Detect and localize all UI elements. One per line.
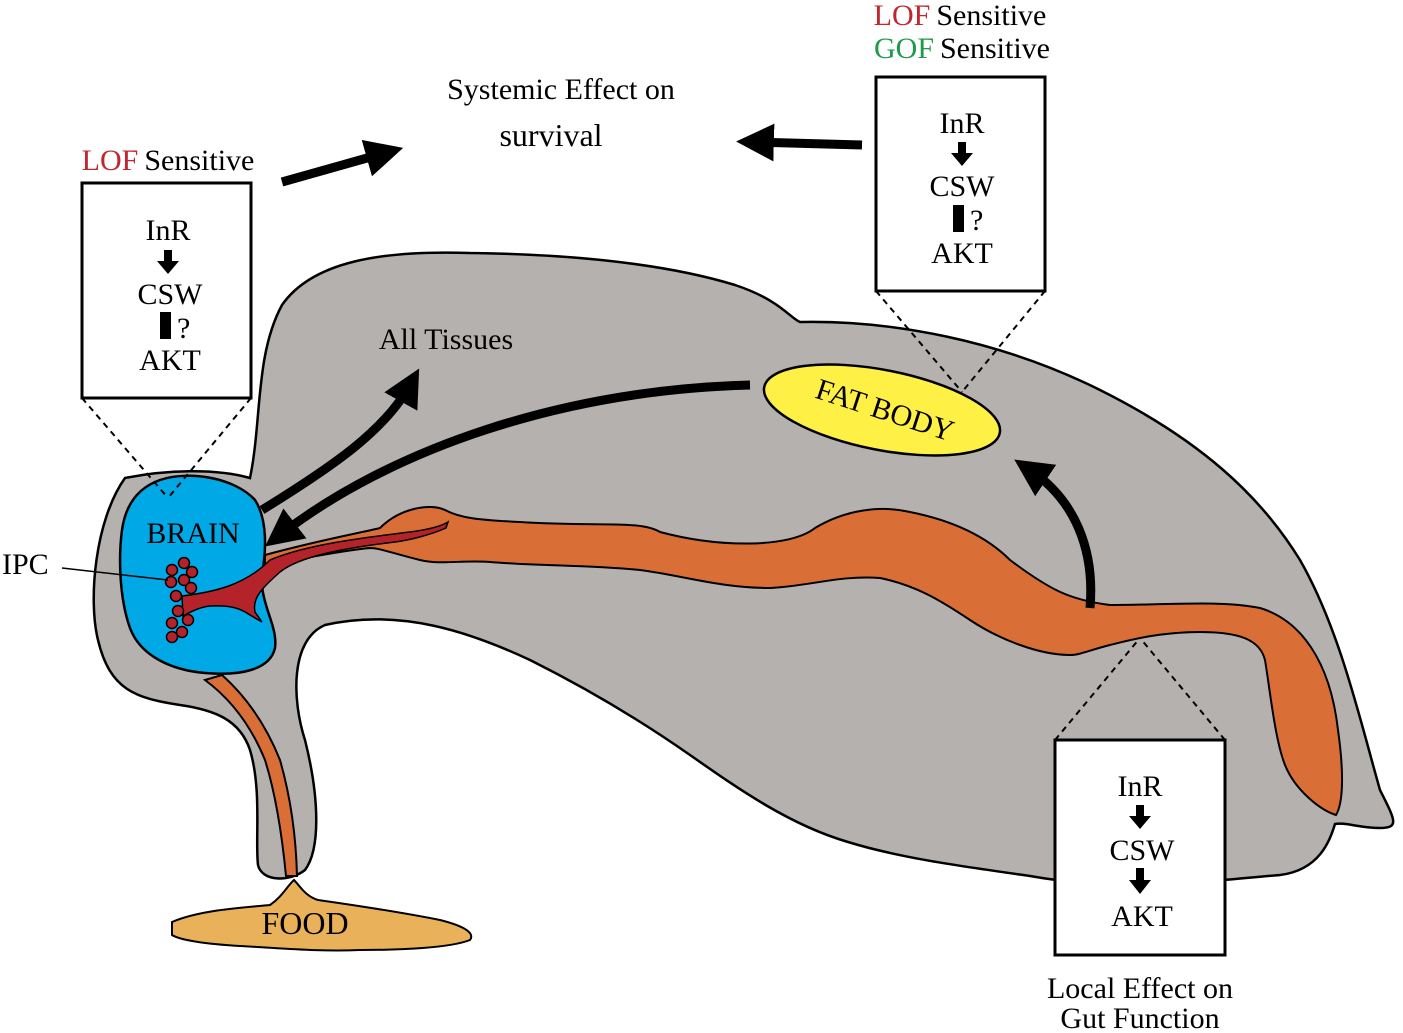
fat-body: FAT BODY xyxy=(762,363,1002,457)
local-effect-line2: Gut Function xyxy=(1060,1002,1219,1033)
arrow-brain-to-all-tissues xyxy=(259,368,420,514)
arrow-fatbody-to-brain xyxy=(265,380,751,547)
ipc-cell xyxy=(181,613,195,627)
gut-csw: CSW xyxy=(1109,834,1175,867)
fat-lof-word: Sensitive xyxy=(936,0,1046,32)
ipc-cell xyxy=(185,565,199,579)
fat-lof-tag: LOF xyxy=(874,0,931,32)
gut-signaling-box xyxy=(1053,738,1227,957)
ipc-cell-cluster xyxy=(164,556,199,644)
fat-gof-word: Sensitive xyxy=(940,32,1050,65)
fat-box-zoom-left xyxy=(875,290,963,393)
brain-lof-tag: LOF xyxy=(82,144,139,177)
ipc-cell xyxy=(177,573,191,587)
brain xyxy=(118,474,277,675)
arrow-gut-to-fatbody xyxy=(1014,459,1096,609)
brain-question-mark: ? xyxy=(177,312,190,345)
esophagus xyxy=(202,673,299,877)
brain-inhibition-bar xyxy=(160,312,171,339)
fat-arrow-inr-csw xyxy=(951,142,973,166)
gut-akt: AKT xyxy=(1111,900,1173,933)
systemic-effect-line2: survival xyxy=(499,117,602,153)
ipc-cell xyxy=(165,630,179,644)
ipc-cell xyxy=(177,556,191,570)
food xyxy=(171,878,473,952)
arrow-brain-box-to-systemic xyxy=(280,139,404,187)
gut-box-zoom-left xyxy=(1054,637,1141,741)
ipc-axon xyxy=(181,520,450,623)
systemic-effect-line1: Systemic Effect on xyxy=(447,73,675,106)
brain-arrow-inr-csw xyxy=(157,250,179,274)
ipc-leader-line xyxy=(61,567,169,581)
all-tissues-label: All Tissues xyxy=(379,323,513,356)
brain-label: BRAIN xyxy=(146,517,239,550)
arrow-fat-box-to-systemic xyxy=(736,123,863,162)
brain-lof-word: Sensitive xyxy=(144,144,254,177)
gut-inr: InR xyxy=(1118,770,1163,803)
gut-arrow-csw-akt xyxy=(1129,868,1151,894)
ipc-cell xyxy=(165,616,179,630)
ipc-cell xyxy=(184,581,198,595)
food-label: FOOD xyxy=(261,905,348,941)
gut-box-zoom-right xyxy=(1139,637,1226,741)
fat-csw: CSW xyxy=(929,170,995,203)
ipc-cell xyxy=(165,563,179,577)
ipc-cell xyxy=(171,604,185,618)
brain-signaling-box xyxy=(80,181,253,400)
gut-arrow-inr-csw xyxy=(1129,805,1151,829)
ipc-cell xyxy=(164,575,178,589)
brain-inr: InR xyxy=(146,214,191,247)
brain-csw: CSW xyxy=(137,278,203,311)
brain-akt: AKT xyxy=(139,344,201,377)
fat-inhibition-bar xyxy=(953,205,964,232)
ipc-cell xyxy=(175,625,189,639)
fat-signaling-box xyxy=(874,75,1047,293)
fat-question-mark: ? xyxy=(970,204,983,237)
ipc-label: IPC xyxy=(2,548,49,581)
fat-gof-tag: GOF xyxy=(874,32,934,65)
fat-inr: InR xyxy=(940,107,985,140)
ipc-cell xyxy=(169,589,183,603)
local-effect-line1: Local Effect on xyxy=(1047,972,1233,1005)
fat-akt: AKT xyxy=(931,237,993,270)
